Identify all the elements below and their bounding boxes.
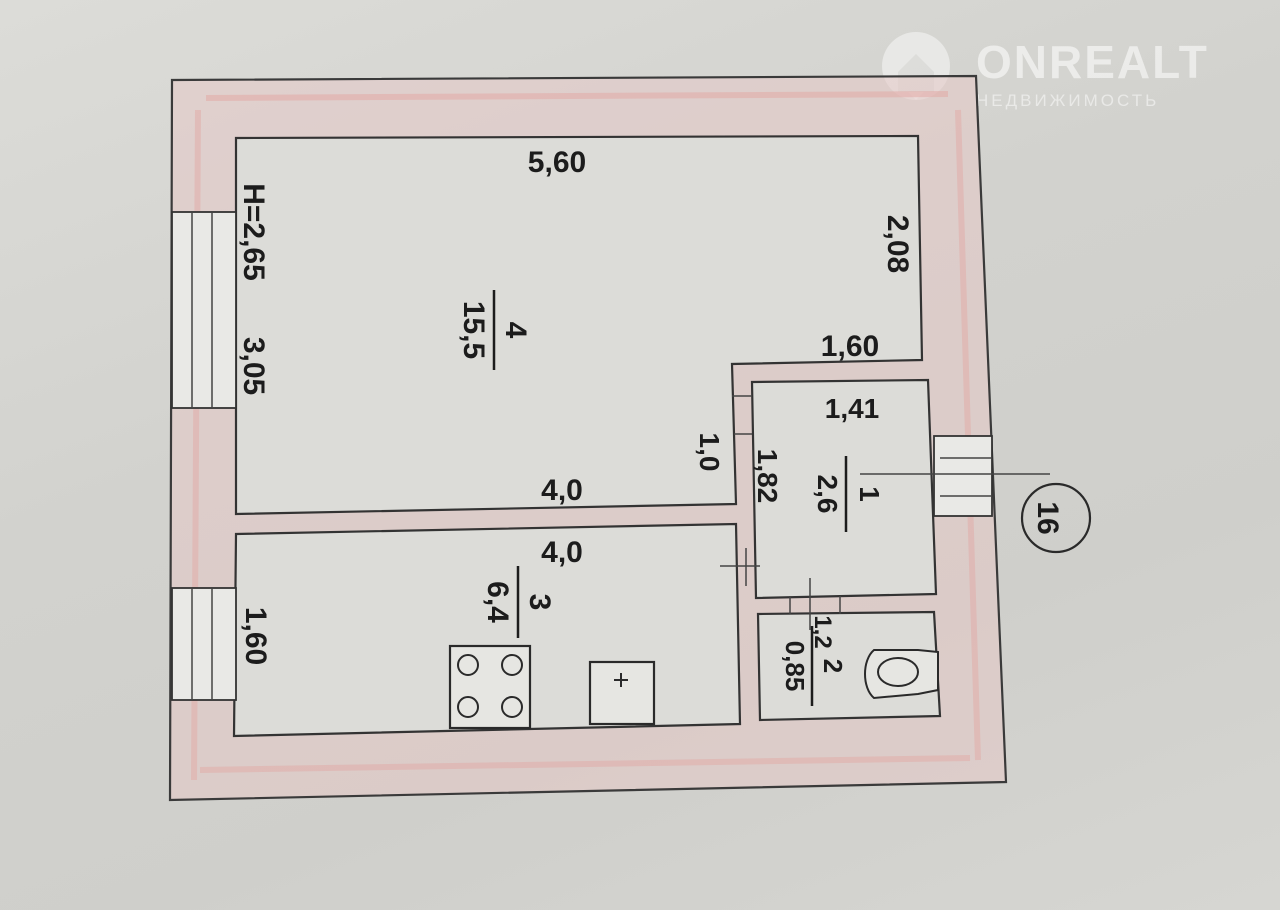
room-3-label: 3 6,4: [481, 566, 556, 638]
dim-door-width: 1,0: [694, 433, 725, 472]
dim-room4-bottom: 4,0: [541, 474, 583, 507]
dim-room2-top: 1,2: [809, 615, 836, 648]
room-2-area: 0,85: [780, 641, 810, 692]
dim-room3-top: 4,0: [541, 536, 583, 569]
room-1-label: 1 2,6: [812, 456, 885, 532]
watermark-brand: ONREALT: [976, 36, 1209, 88]
entrance-door: [860, 435, 1050, 517]
toilet-icon: [864, 649, 939, 700]
room-1-area: 2,6: [812, 475, 843, 514]
room-4-number: 4: [499, 322, 532, 339]
window-left-upper: [171, 211, 237, 409]
watermark-tagline: НЕДВИЖИМОСТЬ: [976, 91, 1159, 110]
room-3-area: 6,4: [481, 581, 514, 623]
room-4-label: 4 15,5: [457, 290, 532, 370]
dim-room4-top: 5,60: [528, 146, 586, 179]
door-ticks: [720, 395, 841, 630]
dim-room1-side: 1,82: [752, 449, 783, 504]
room-3-number: 3: [523, 594, 556, 611]
dim-room3-left: 1,60: [239, 607, 272, 665]
dim-room1-top: 1,41: [825, 393, 880, 424]
window-left-lower: [171, 587, 237, 701]
room-4: [234, 134, 924, 516]
room-2-label: 2 0,85: [780, 626, 848, 706]
room-1: [750, 378, 938, 600]
room-2-number: 2: [818, 659, 848, 673]
dim-room4-right: 2,08: [881, 215, 914, 273]
dim-room4-step: 1,60: [821, 330, 879, 363]
section-number: 16: [1031, 501, 1064, 534]
stove-icon: [448, 644, 532, 730]
section-marker: 16: [1020, 482, 1092, 554]
sink-icon: [588, 660, 656, 726]
room-4-area: 15,5: [457, 301, 490, 359]
dim-room4-left: 3,05: [237, 337, 270, 395]
ceiling-height: H=2,65: [237, 183, 270, 281]
room-1-number: 1: [854, 486, 885, 502]
